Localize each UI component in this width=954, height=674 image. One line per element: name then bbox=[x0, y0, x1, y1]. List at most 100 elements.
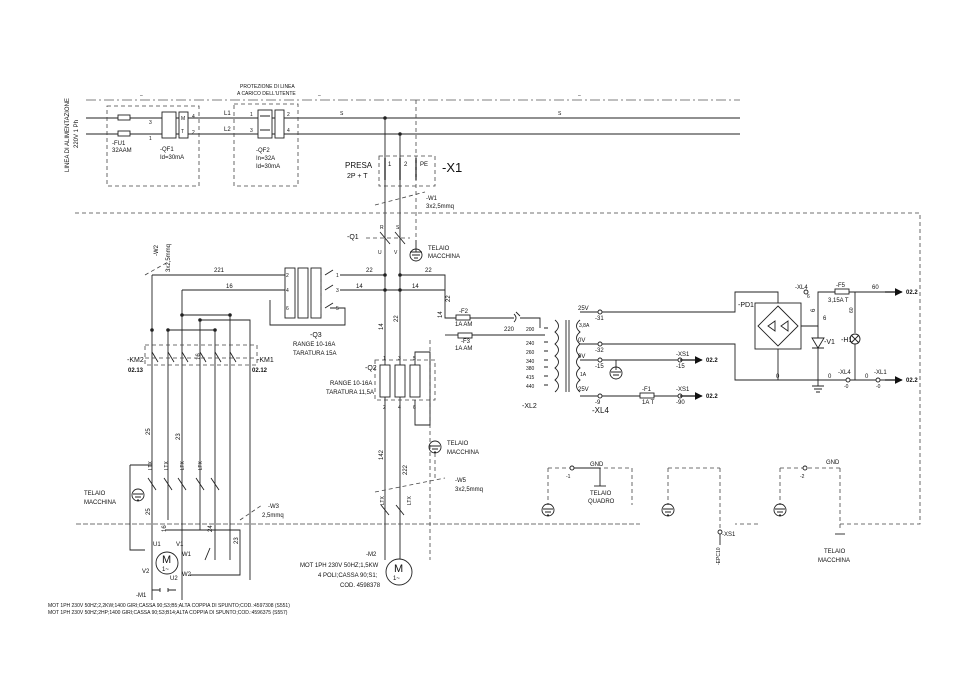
motor-terminal: W1 bbox=[182, 552, 192, 558]
xl4-tag: -XL4 bbox=[592, 406, 609, 415]
qf1-pin: 2 bbox=[192, 130, 195, 136]
q2-body-3 bbox=[409, 364, 421, 398]
fuse-fu1-b bbox=[117, 130, 131, 137]
bridge-rectifier bbox=[754, 302, 802, 350]
ground-label: MACCHINA bbox=[84, 500, 116, 506]
ltx-label: LTX bbox=[148, 461, 154, 470]
wire-number: 24 bbox=[208, 525, 214, 532]
xl4-pin: 6 bbox=[807, 294, 810, 300]
motor-m1-symbol: M bbox=[162, 554, 171, 566]
feed-lines bbox=[383, 100, 431, 560]
dash-mark: – bbox=[578, 93, 581, 99]
ltx-switches: LTX LTX LTX LTX LTX LTX bbox=[147, 461, 413, 516]
ground-symbol bbox=[775, 508, 785, 516]
motor-terminal: V1 bbox=[176, 542, 184, 548]
ground-symbol bbox=[812, 385, 824, 393]
socket-pin: 2 bbox=[404, 162, 408, 168]
xs1-ref: 02.2 bbox=[706, 358, 718, 364]
motor-note: MOT 1PH 230V 50HZ;2,2KW;1400 GIRI;CASSA … bbox=[48, 603, 290, 609]
fuse-f1 bbox=[639, 392, 655, 399]
km1-ref: 02.12 bbox=[252, 368, 268, 374]
fuse-f2-tag: -F2 bbox=[459, 309, 469, 315]
wire-number: 22 bbox=[394, 315, 400, 322]
q3-pin: 6 bbox=[286, 306, 289, 312]
tap-label: 415 bbox=[526, 375, 535, 381]
qf2-body bbox=[257, 109, 273, 139]
xs1-pin: -15 bbox=[676, 364, 685, 370]
diode-tag: -V1 bbox=[824, 339, 835, 346]
cable-w1-mark bbox=[374, 191, 426, 206]
qf2-tag: -QF2 bbox=[256, 148, 270, 154]
q2-pin: 4 bbox=[398, 405, 401, 411]
motor-m1 bbox=[155, 551, 179, 575]
xs1-tag: -XS1 bbox=[722, 532, 736, 538]
dash-mark: – bbox=[318, 93, 321, 99]
fuse-f3-tag: -F3 bbox=[461, 339, 471, 345]
fuse-f5 bbox=[834, 288, 850, 295]
xs1-ref: 02.2 bbox=[706, 394, 718, 400]
wire-number: 16 bbox=[196, 353, 202, 360]
contactor-box bbox=[144, 344, 258, 366]
qf1-pin: 1 bbox=[149, 136, 152, 142]
motor-m2-group: M 1~ -M2 MOT 1PH 230V 50HZ;1,5KW 4 POLI;… bbox=[300, 552, 413, 589]
ground-label: TELAIO bbox=[84, 491, 106, 497]
fuse-f2 bbox=[455, 314, 471, 321]
cable-w5-mark bbox=[374, 477, 446, 493]
protection-label: PROTEZIONE DI LINEA bbox=[240, 84, 295, 90]
fuse-f3 bbox=[457, 332, 473, 339]
motor-m2-code: COD. 4598378 bbox=[340, 583, 381, 589]
qf2-rcd bbox=[274, 109, 285, 139]
cable-w5-spec: 3x2,5mmq bbox=[455, 487, 483, 493]
q2-pin: 6 bbox=[413, 405, 416, 411]
qf2-pin: 2 bbox=[287, 112, 290, 118]
bridge-diamond bbox=[757, 305, 799, 347]
q1-tag: -Q1 bbox=[347, 234, 359, 241]
q2-range: RANGE 10-16A bbox=[330, 381, 372, 387]
q2-setting: TARATURA 11,5A bbox=[326, 390, 374, 396]
q1-terminal: V bbox=[394, 250, 398, 256]
q1-terminal: U bbox=[378, 250, 382, 256]
tap-label: 340 bbox=[526, 359, 535, 365]
motor-m1-tag: -M1 bbox=[136, 593, 147, 599]
socket-pin: PE bbox=[420, 162, 428, 168]
wire-number: 6 bbox=[811, 308, 817, 312]
q1-terminal: R bbox=[380, 225, 384, 231]
qf1-rating: Id=30mA bbox=[160, 155, 184, 161]
rectifier-ref: 02.2 bbox=[906, 290, 918, 296]
socket-tag: -X1 bbox=[442, 160, 462, 175]
wire-number: 221 bbox=[214, 268, 225, 274]
wire-number: 6 bbox=[823, 316, 827, 322]
cable-w3-mark bbox=[239, 504, 263, 521]
ltx-label: LTX bbox=[164, 461, 170, 470]
cable-w2-spec: 3x2,5mmq bbox=[166, 244, 172, 272]
qf1-tag: -QF1 bbox=[160, 147, 174, 153]
q2-body-1 bbox=[379, 364, 391, 398]
lamp-tag: -H1 bbox=[841, 337, 852, 344]
secondary-label: 1A bbox=[580, 372, 587, 378]
phase-l2: L2 bbox=[224, 127, 231, 133]
phase-l1: L1 bbox=[224, 111, 231, 117]
wire-number: 0 bbox=[865, 374, 869, 380]
xs1-pin: -EPC10 bbox=[716, 547, 722, 565]
gnd-pin: -2 bbox=[800, 474, 805, 480]
ground-label: TELAIO bbox=[428, 246, 450, 252]
wire-number: 14 bbox=[356, 284, 363, 290]
wire-number: 22 bbox=[425, 268, 432, 274]
gnd-pin: -1 bbox=[566, 474, 571, 480]
secondary-label: 0V bbox=[578, 338, 585, 344]
qf2-rating-id: Id=30mA bbox=[256, 164, 280, 170]
tap-label: 200 bbox=[526, 327, 535, 333]
tap-label: 240 bbox=[526, 341, 535, 347]
terminal-label: -9 bbox=[595, 400, 601, 406]
wire-label-s: S bbox=[558, 111, 562, 117]
tap-label: 440 bbox=[526, 384, 535, 390]
socket-pin: 1 bbox=[388, 162, 392, 168]
terminal-label: -31 bbox=[595, 316, 604, 322]
ltx-label: LTX bbox=[380, 496, 386, 505]
qf2-rating-in: In=32A bbox=[256, 156, 275, 162]
wire-number: 222 bbox=[403, 464, 409, 475]
ground-symbol bbox=[611, 371, 621, 376]
q3-pin: 5 bbox=[336, 306, 339, 312]
socket-x1-group: PRESA 2P + T -X1 1 2 PE bbox=[345, 155, 462, 187]
motor-m2 bbox=[385, 558, 413, 586]
